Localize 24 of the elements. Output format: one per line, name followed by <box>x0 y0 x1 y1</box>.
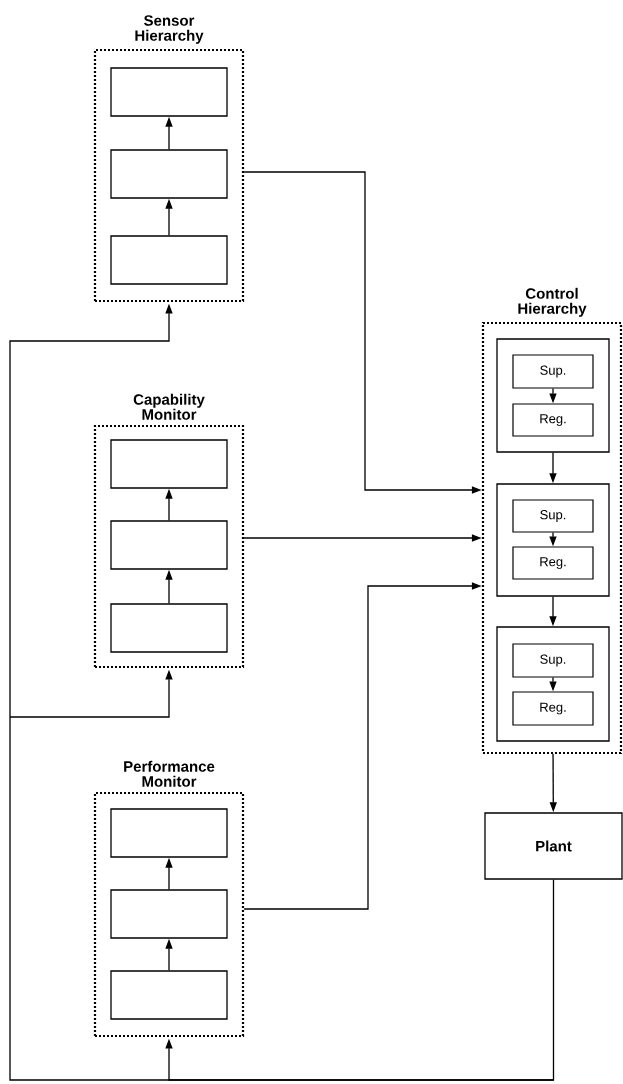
stage-box <box>496 626 610 742</box>
process-box: Reg. <box>512 403 594 437</box>
process-box: Sup. <box>512 499 594 533</box>
process-box: Reg. <box>512 546 594 580</box>
empty-box <box>110 889 228 939</box>
empty-box <box>110 149 228 199</box>
empty-box <box>110 520 228 570</box>
process-box: Reg. <box>512 691 594 726</box>
empty-box <box>110 439 228 489</box>
empty-box <box>110 808 228 858</box>
empty-box <box>110 970 228 1020</box>
empty-box <box>110 603 228 653</box>
process-box: Sup. <box>512 643 594 678</box>
group-heading: Control Hierarchy <box>518 287 587 317</box>
group-heading: Sensor Hierarchy <box>135 15 204 44</box>
empty-box <box>110 235 228 285</box>
group-heading: Capability Monitor <box>133 393 205 420</box>
group-heading: Performance Monitor <box>124 760 215 787</box>
stage-box <box>496 338 610 453</box>
empty-box <box>110 67 228 117</box>
plant-box: Plant <box>484 812 623 880</box>
stage-box <box>496 483 610 597</box>
process-box: Sup. <box>512 354 594 389</box>
connector-line <box>9 716 555 1081</box>
